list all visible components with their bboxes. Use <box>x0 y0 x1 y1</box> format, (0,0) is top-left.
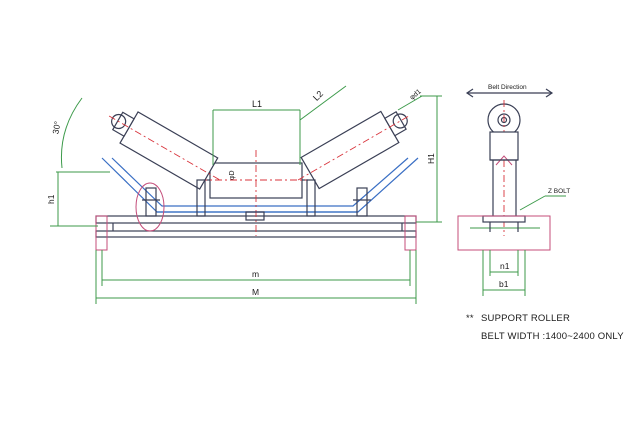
label-angle: 30° <box>50 120 62 134</box>
note-belt-width: BELT WIDTH :1400~2400 ONLY <box>481 331 624 342</box>
label-L2: L2 <box>311 89 325 103</box>
label-n1: n1 <box>500 261 510 271</box>
bolt-detail-marker <box>135 182 165 232</box>
note-marker: ** <box>466 313 474 324</box>
center-roll <box>200 150 312 236</box>
side-view <box>457 88 566 296</box>
label-m: m <box>252 269 259 279</box>
right-wing-roll <box>297 110 411 190</box>
label-H1: H1 <box>426 153 436 164</box>
label-phiD: φD <box>229 170 236 180</box>
dimensions-front <box>50 85 442 304</box>
note-support-roller: SUPPORT ROLLER <box>481 313 571 324</box>
label-L1: L1 <box>252 99 262 109</box>
left-wing-roll <box>108 111 222 190</box>
label-belt-direction: Belt Direction <box>488 84 527 91</box>
label-M: M <box>252 287 259 297</box>
brackets <box>135 179 371 232</box>
label-h1: h1 <box>46 194 56 204</box>
label-bolt: Z BOLT <box>548 188 570 195</box>
label-b1: b1 <box>499 279 509 289</box>
